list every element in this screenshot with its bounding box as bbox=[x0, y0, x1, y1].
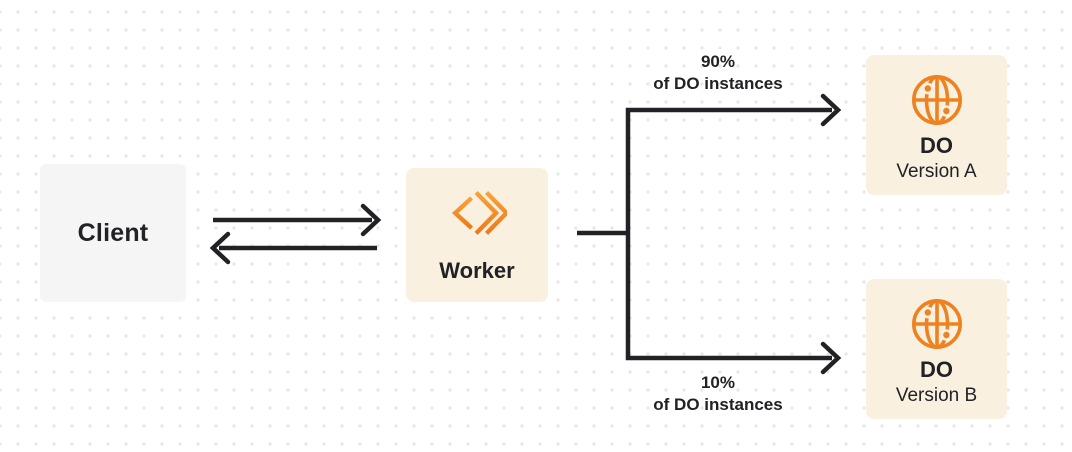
worker-node: Worker bbox=[406, 168, 548, 302]
globe-icon bbox=[911, 298, 962, 349]
branch-90-arrowhead-icon bbox=[820, 93, 842, 127]
branch-10-caption: of DO instances bbox=[653, 395, 783, 414]
do-a-title: DO bbox=[920, 132, 953, 158]
do-b-title: DO bbox=[920, 356, 953, 382]
worker-label: Worker bbox=[439, 257, 515, 283]
branch-10-percent: 10% bbox=[700, 373, 736, 392]
do-b-subtitle: Version B bbox=[895, 384, 978, 406]
request-arrowhead-icon bbox=[360, 203, 382, 237]
branch-split-line bbox=[625, 107, 832, 361]
do-version-a-node: DO Version A bbox=[866, 55, 1007, 195]
response-arrowhead-icon bbox=[209, 231, 231, 265]
workers-chevrons-icon bbox=[451, 190, 507, 235]
branch-10-label: 10% of DO instances bbox=[653, 372, 782, 416]
client-node: Client bbox=[40, 164, 186, 302]
branch-90-percent: 90% bbox=[700, 52, 736, 71]
branch-90-label: 90% of DO instances bbox=[653, 51, 782, 95]
do-a-subtitle: Version A bbox=[896, 160, 977, 182]
globe-icon bbox=[911, 74, 962, 125]
client-label: Client bbox=[77, 218, 149, 247]
do-version-b-node: DO Version B bbox=[866, 279, 1007, 419]
branch-90-caption: of DO instances bbox=[653, 74, 783, 93]
branch-10-arrowhead-icon bbox=[820, 341, 842, 375]
